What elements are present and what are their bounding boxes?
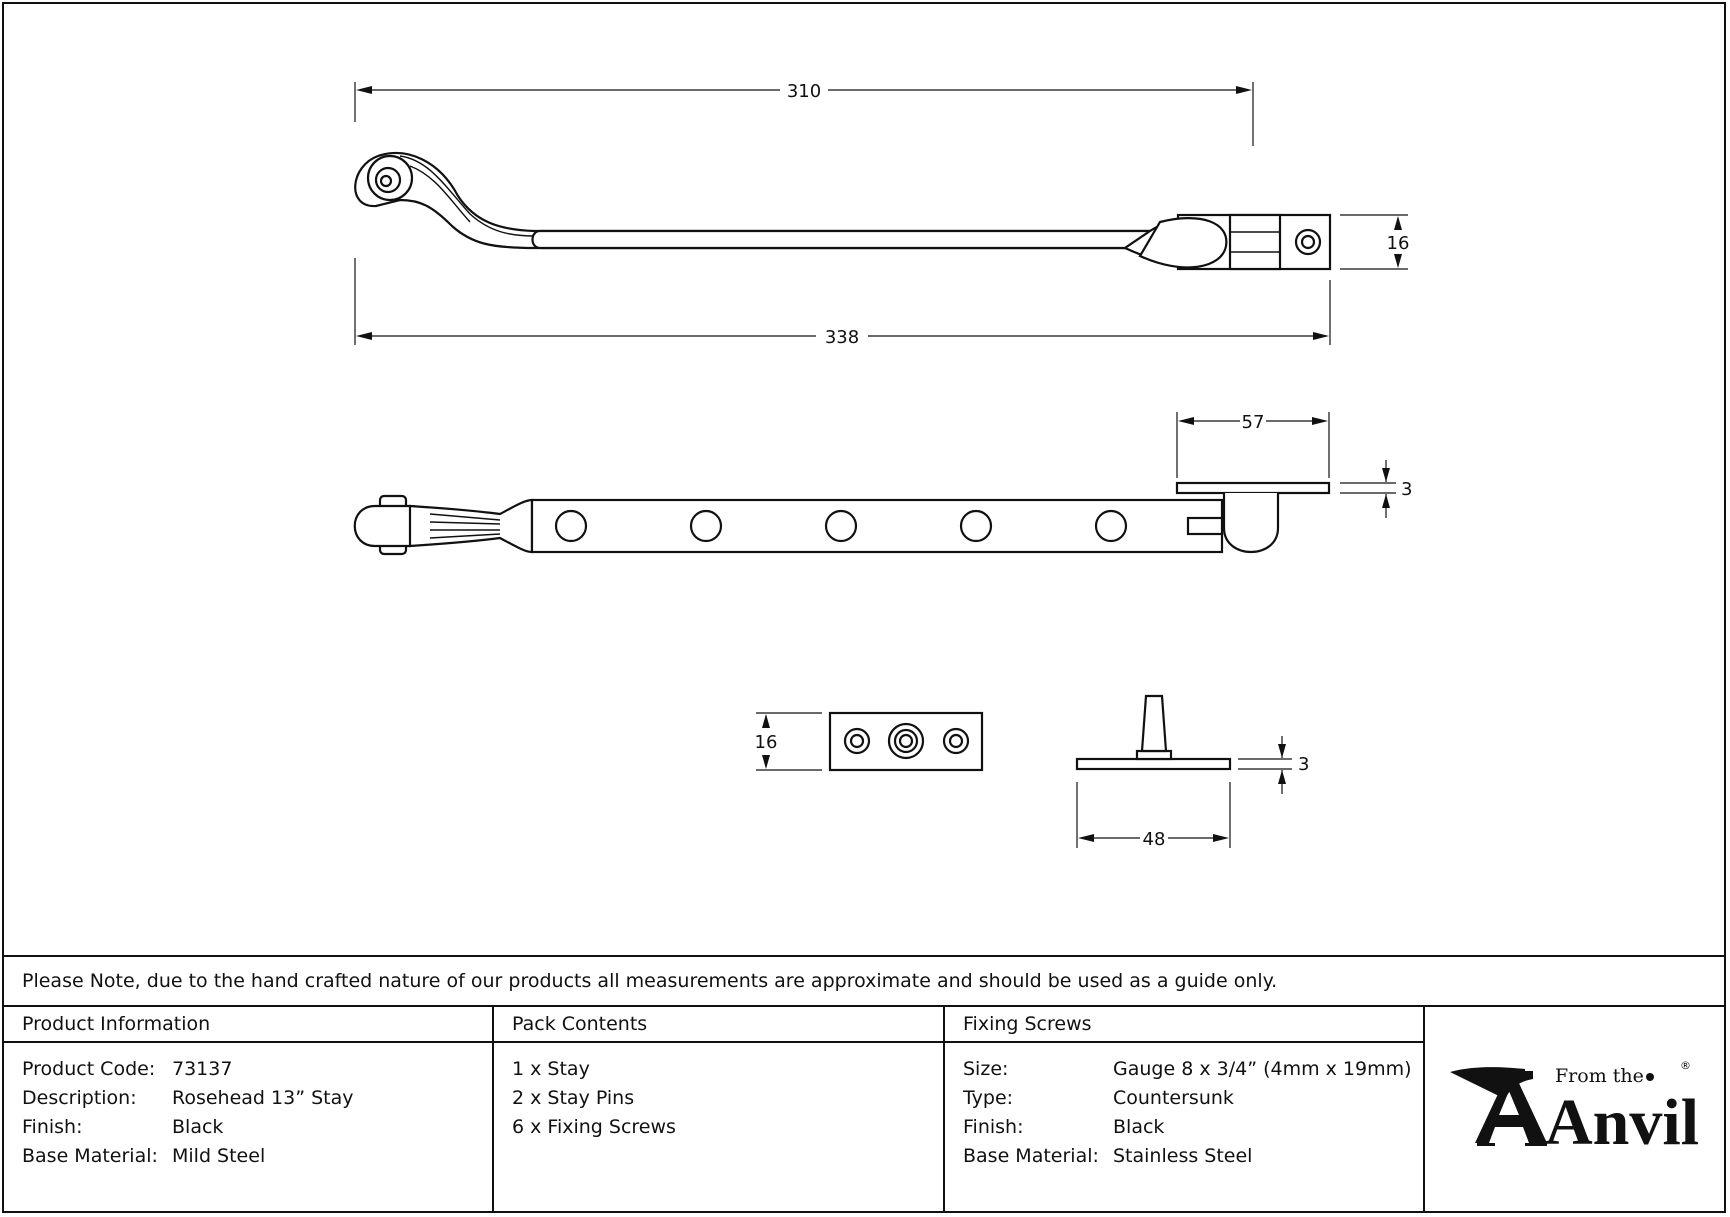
info-row: Product Code: 73137 bbox=[22, 1055, 492, 1084]
screw-row: Finish: Black bbox=[963, 1113, 1423, 1142]
info-label: Base Material: bbox=[22, 1145, 158, 1167]
dimension-338: 338 bbox=[354, 258, 1331, 348]
info-value: 73137 bbox=[172, 1058, 233, 1080]
dim-label-3-side: 3 bbox=[1401, 479, 1412, 500]
screw-value: Stainless Steel bbox=[1113, 1145, 1253, 1167]
screw-value: Gauge 8 x 3/4” (4mm x 19mm) bbox=[1113, 1058, 1412, 1080]
dimension-3-side: 3 bbox=[1340, 460, 1412, 518]
screw-label: Size: bbox=[963, 1058, 1009, 1080]
screw-label: Base Material: bbox=[963, 1145, 1099, 1167]
screw-row: Base Material: Stainless Steel bbox=[963, 1142, 1423, 1171]
info-label: Finish: bbox=[22, 1116, 83, 1138]
product-information-panel: Product Information Product Code: 73137 D… bbox=[4, 1007, 494, 1213]
dim-label-57: 57 bbox=[1242, 412, 1265, 433]
fixing-screws-panel: Fixing Screws Size: Gauge 8 x 3/4” (4mm x… bbox=[945, 1007, 1425, 1213]
pack-item: 2 x Stay Pins bbox=[512, 1087, 635, 1109]
dimension-57: 57 bbox=[1176, 412, 1330, 478]
pack-item: 1 x Stay bbox=[512, 1058, 590, 1080]
info-value: Rosehead 13” Stay bbox=[172, 1087, 354, 1109]
stay-top-view bbox=[354, 151, 1332, 271]
info-value: Black bbox=[172, 1116, 224, 1138]
pin-plate-view bbox=[1075, 694, 1232, 771]
product-information-heading: Product Information bbox=[4, 1007, 492, 1043]
keep-plate-view bbox=[828, 711, 984, 772]
dimension-3-plate: 3 bbox=[1238, 736, 1309, 794]
screw-label: Finish: bbox=[963, 1116, 1024, 1138]
dimension-16-plate: 16 bbox=[755, 712, 822, 771]
logo-small-text: From the bbox=[1555, 1065, 1644, 1087]
dim-label-48: 48 bbox=[1143, 829, 1166, 850]
pack-contents-panel: Pack Contents 1 x Stay 2 x Stay Pins 6 x… bbox=[494, 1007, 945, 1213]
stay-side-view bbox=[353, 481, 1331, 556]
pack-item: 6 x Fixing Screws bbox=[512, 1116, 676, 1138]
screw-value: Black bbox=[1113, 1116, 1165, 1138]
screw-value: Countersunk bbox=[1113, 1087, 1234, 1109]
fixing-screws-heading: Fixing Screws bbox=[945, 1007, 1423, 1043]
screw-row: Size: Gauge 8 x 3/4” (4mm x 19mm) bbox=[963, 1055, 1423, 1084]
dim-label-16-plate: 16 bbox=[755, 732, 778, 753]
logo-dot bbox=[1646, 1073, 1654, 1081]
dim-label-16-keep: 16 bbox=[1387, 233, 1410, 254]
info-label: Product Code: bbox=[22, 1058, 156, 1080]
logo-main-text: Anvil bbox=[1545, 1086, 1699, 1159]
dim-label-3-plate: 3 bbox=[1298, 754, 1309, 775]
dim-label-310: 310 bbox=[787, 81, 821, 102]
info-value: Mild Steel bbox=[172, 1145, 266, 1167]
dimension-310: 310 bbox=[354, 81, 1254, 146]
info-row: Finish: Black bbox=[22, 1113, 492, 1142]
from-the-anvil-logo: From the Anvil ® bbox=[1425, 1007, 1726, 1213]
info-row: Description: Rosehead 13” Stay bbox=[22, 1084, 492, 1113]
measurement-note: Please Note, due to the hand crafted nat… bbox=[4, 955, 1726, 1007]
screw-label: Type: bbox=[963, 1087, 1014, 1109]
dimension-16-keep: 16 bbox=[1340, 214, 1410, 270]
dimension-48: 48 bbox=[1076, 782, 1231, 850]
info-label: Description: bbox=[22, 1087, 137, 1109]
screw-row: Type: Countersunk bbox=[963, 1084, 1423, 1113]
dim-label-338: 338 bbox=[825, 327, 859, 348]
technical-drawing: 310 338 16 bbox=[353, 81, 1412, 850]
info-row: Base Material: Mild Steel bbox=[22, 1142, 492, 1171]
pack-contents-heading: Pack Contents bbox=[494, 1007, 943, 1043]
logo-registered: ® bbox=[1680, 1059, 1691, 1072]
